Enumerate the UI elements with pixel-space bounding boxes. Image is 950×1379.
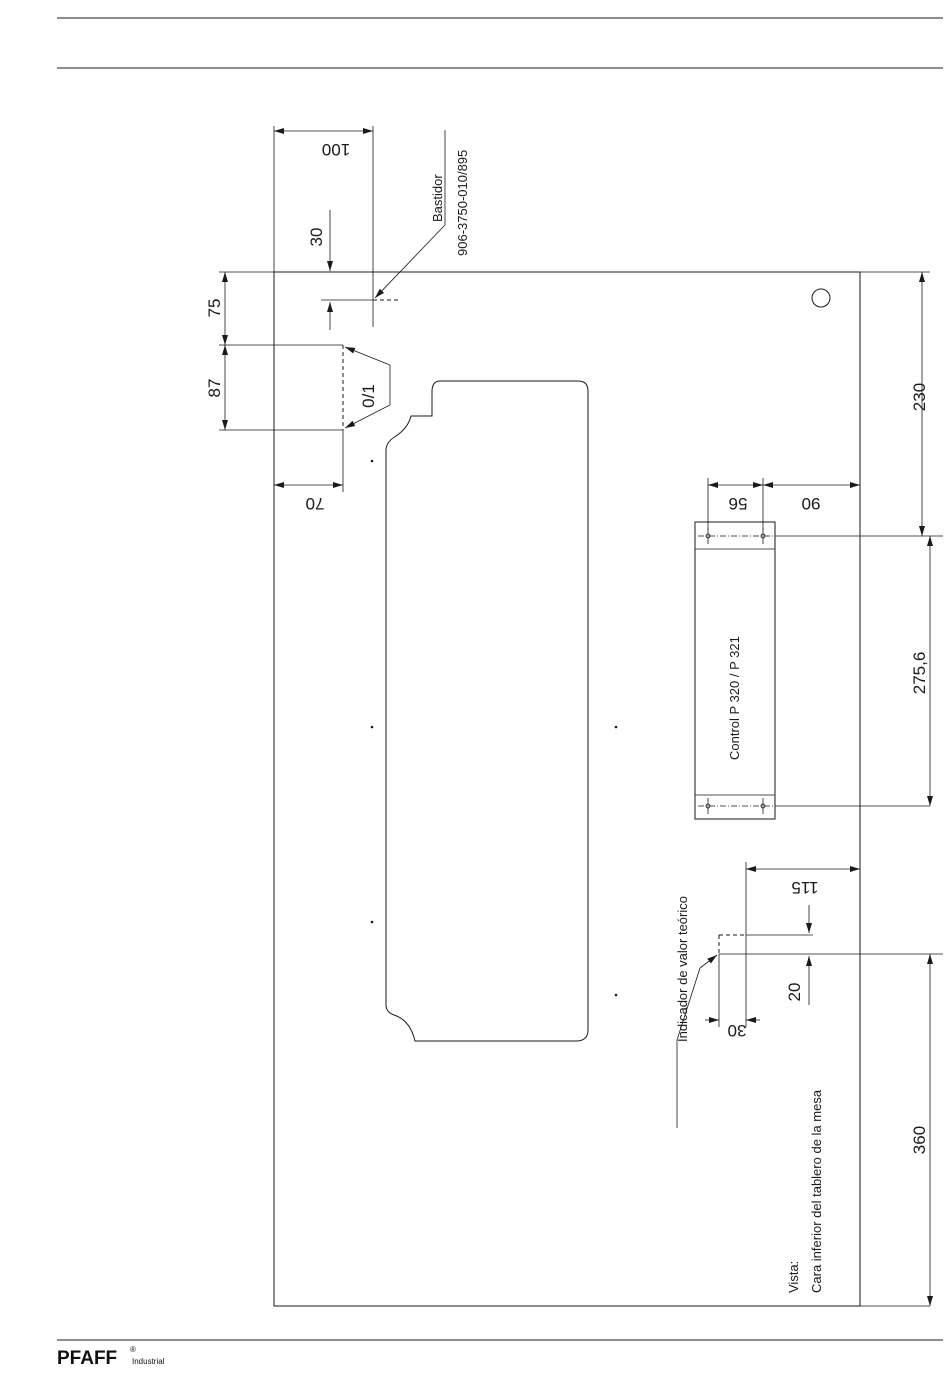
dim-115: 115 — [791, 878, 818, 897]
indicador-label: Indicador de valor teórico — [675, 896, 690, 1042]
mark-dot — [615, 726, 618, 729]
mark-dot — [615, 994, 618, 997]
dim-56: 56 — [729, 494, 748, 513]
dim-100: 100 — [322, 140, 350, 159]
pfaff-logo: PFAFF — [57, 1348, 117, 1369]
dim-70: 70 — [306, 494, 325, 513]
dim-87: 87 — [205, 379, 224, 398]
logo-subtitle: Industrial — [132, 1357, 165, 1366]
logo-registered-mark: ® — [130, 1345, 136, 1354]
dim-30-bottom: 30 — [728, 1021, 747, 1040]
bastidor-part-number: 906-3750-010/895 — [455, 150, 470, 256]
machine-cutout — [386, 381, 588, 1041]
dim-20: 20 — [785, 983, 804, 1002]
bastidor-label: Bastidor — [430, 174, 445, 222]
view-description: Cara inferior del tablero de la mesa — [809, 1089, 824, 1293]
bastidor-leader — [375, 225, 445, 298]
drill-hole-circle — [812, 289, 830, 307]
indicador-leader — [700, 955, 717, 968]
dim-230: 230 — [910, 383, 929, 411]
dim-90: 90 — [802, 494, 821, 513]
dim-75: 75 — [205, 299, 224, 318]
view-label: Vista: — [786, 1261, 801, 1293]
dim-30-top: 30 — [307, 228, 326, 247]
control-label: Control P 320 / P 321 — [727, 636, 742, 760]
mark-dot — [371, 726, 374, 729]
dim-275-6: 275,6 — [910, 652, 929, 695]
dim-0-1: 0/1 — [359, 384, 378, 408]
dim-360: 360 — [910, 1126, 929, 1154]
mark-dot — [371, 460, 374, 463]
mark-dot — [371, 921, 374, 924]
table-top-outline — [274, 272, 860, 1306]
